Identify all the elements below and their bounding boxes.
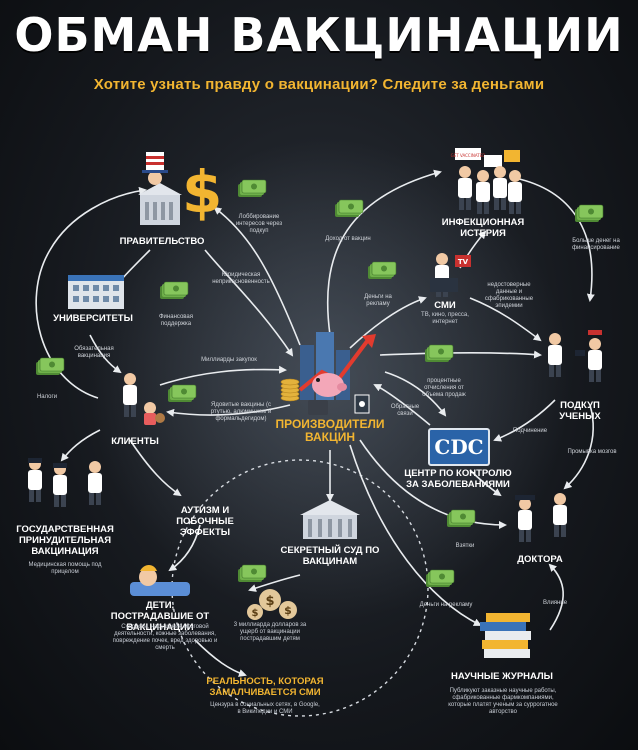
money-icon	[424, 344, 454, 363]
edge-billions: Миллиарды закупок	[201, 357, 257, 363]
money-icon	[167, 384, 197, 403]
page-subtitle: Хотите узнать правду о вакцинации? Следи…	[93, 76, 545, 93]
government-illustration: $	[138, 152, 222, 226]
hysteria-illustration: GET VACCINATED	[451, 148, 522, 214]
node-reality: РЕАЛЬНОСТЬ, КОТОРАЯ ЗАМАЛЧИВАЕТСЯ СМИ	[206, 676, 324, 698]
svg-text:$: $	[252, 608, 259, 619]
edge-more-money: Больше денег на финансирование	[572, 238, 620, 251]
node-manufacturers: ПРОИЗВОДИТЕЛИ ВАКЦИН	[275, 417, 385, 444]
money-icon	[334, 199, 364, 218]
court-illustration	[300, 500, 360, 539]
node-government: ПРАВИТЕЛЬСТВО	[119, 236, 205, 247]
node-scientists: ПОДКУП УЧЕНЫХ	[559, 400, 601, 422]
edge-percent: процентные отчисления от объема продаж	[422, 378, 466, 398]
money-icon	[159, 281, 189, 300]
edge-ad-money-2: Деньги на рекламу	[419, 602, 473, 608]
node-secret-court: СЕКРЕТНЫЙ СУД ПО ВАКЦИНАМ	[280, 545, 380, 567]
node-media: СМИ	[434, 300, 456, 311]
svg-text:$: $	[265, 594, 274, 609]
cdc-logo: CDC	[428, 428, 490, 466]
money-icon	[574, 204, 604, 223]
media-illustration: TV	[430, 253, 471, 297]
money-icon	[446, 509, 476, 528]
edge-lobbying: Лоббирование интересов через подкуп	[235, 214, 283, 234]
edge-fake-data: недостоверные данные и сфабрикованные эп…	[484, 282, 534, 309]
node-state-forced: ГОСУДАРСТВЕННАЯ ПРИНУДИТЕЛЬНАЯ ВАКЦИНАЦИ…	[16, 524, 114, 557]
money-icon	[425, 569, 455, 588]
edge-feedback: Обратные связи	[390, 404, 420, 417]
edge-legal-immunity: Юридическая неприкосновенность	[212, 272, 270, 285]
svg-text:TV: TV	[458, 258, 469, 266]
clients-illustration	[123, 373, 165, 425]
node-doctors: ДОКТОРА	[517, 554, 563, 565]
page-title: ОБМАН ВАКЦИНАЦИИ	[14, 8, 624, 62]
note-reality: Цензура в социальных сетях, в Google, в …	[210, 702, 320, 715]
edge-brainwash: Промывка мозгов	[567, 449, 617, 455]
node-universities: УНИВЕРСИТЕТЫ	[53, 313, 133, 324]
doctors-illustration	[515, 493, 567, 542]
svg-text:$: $	[182, 158, 222, 226]
edge-vaccine-income: Доход от вакцин	[325, 236, 371, 242]
money-icon	[367, 261, 397, 280]
edge-financial-support: Финансовая поддержка	[159, 314, 193, 327]
edge-bribes: Взятки	[455, 543, 475, 549]
node-autism: АУТИЗМ И ПОБОЧНЫЕ ЭФФЕКТЫ	[176, 505, 234, 538]
university-illustration	[68, 275, 124, 309]
money-bags-illustration: $ $ $	[247, 589, 297, 620]
node-children: ДЕТИ, ПОСТРАДАВШИЕ ОТ ВАКЦИНАЦИИ	[110, 600, 210, 633]
journals-illustration	[480, 613, 531, 658]
edge-ad-money: Деньги на рекламу	[364, 294, 392, 307]
note-media: ТВ, кино, пресса, интернет	[421, 312, 469, 325]
edge-taxes: Налоги	[36, 394, 58, 400]
note-court-money: 3 миллиарда долларов за ущерб от вакцина…	[233, 622, 307, 642]
money-icon	[35, 357, 65, 376]
money-icon	[237, 564, 267, 583]
node-clients: КЛИЕНТЫ	[111, 436, 159, 447]
note-children: Судороги, нарушения мозговой деятельност…	[112, 624, 218, 651]
svg-text:GET VACCINATED: GET VACCINATED	[451, 153, 486, 158]
manufacturers-illustration	[280, 332, 376, 415]
note-journals: Публикуют заказные научные работы, сфабр…	[448, 688, 558, 715]
node-cdc: ЦЕНТР ПО КОНТРОЛЮ ЗА ЗАБОЛЕВАНИЯМИ	[404, 468, 512, 490]
node-infection-hysteria: ИНФЕКЦИОННАЯ ИСТЕРИЯ	[441, 217, 525, 239]
children-illustration	[130, 565, 190, 596]
police-illustration	[28, 458, 102, 507]
scientists-illustration	[548, 330, 602, 382]
note-state-forced: Медицинская помощь под прицелом	[28, 562, 102, 575]
edge-subordination: Подчинение	[512, 428, 548, 434]
edge-mandatory: Обязательная вакцинация	[74, 346, 114, 359]
svg-text:$: $	[284, 604, 292, 617]
edge-toxic: Ядовитые вакцины (с ртутью, алюминием и …	[210, 402, 272, 422]
node-journals: НАУЧНЫЕ ЖУРНАЛЫ	[451, 671, 553, 682]
edge-influence: Влияние	[542, 600, 568, 606]
money-icon	[237, 179, 267, 198]
